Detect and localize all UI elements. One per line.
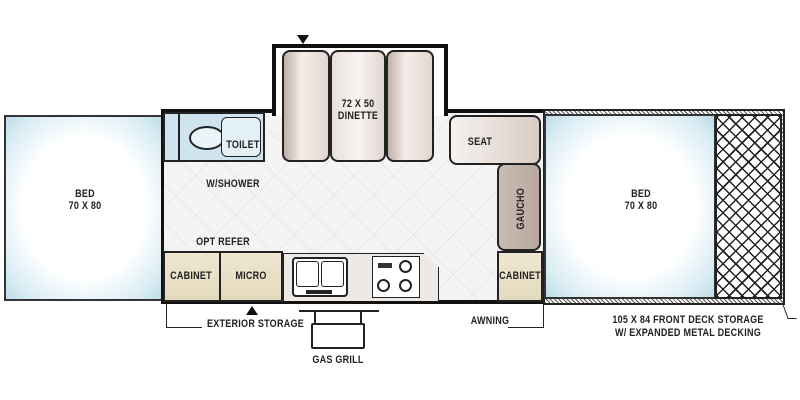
seat-label: SEAT xyxy=(467,136,493,148)
wall-top-left xyxy=(161,109,275,113)
dinette-bench-left xyxy=(282,50,330,162)
gaucho xyxy=(497,163,541,251)
dinette-label: DINETTE xyxy=(337,110,379,122)
gas-grill-label: GAS GRILL xyxy=(312,354,364,366)
stove-icon xyxy=(372,256,420,298)
bathroom-divider xyxy=(178,114,180,160)
shower-basin xyxy=(221,117,261,157)
dinette-size-label: 72 X 50 xyxy=(341,98,375,110)
wall-top-right xyxy=(444,109,546,113)
grill-arm-right xyxy=(360,312,362,323)
sink-icon xyxy=(292,257,348,297)
toilet-label: TOILET xyxy=(226,139,260,151)
exterior-storage-label: EXTERIOR STORAGE xyxy=(207,318,304,330)
grill-mount xyxy=(299,310,379,312)
opt-refer-label: OPT REFER xyxy=(196,236,250,248)
wall-bottom xyxy=(161,300,546,304)
dinette-table xyxy=(330,50,386,162)
awning-bracket-right xyxy=(508,304,544,328)
bed-left xyxy=(4,115,164,301)
front-deck-label-line1: 105 X 84 FRONT DECK STORAGE xyxy=(612,314,764,326)
cabinet-right-label: CABINET xyxy=(499,270,541,282)
awning-label: AWNING xyxy=(470,315,510,327)
grill-arm-left xyxy=(314,312,316,323)
gaucho-label: GAUCHO xyxy=(515,187,527,230)
shower-label: W/SHOWER xyxy=(206,178,260,190)
seat xyxy=(449,115,541,165)
dinette-arrow-icon xyxy=(297,35,309,44)
wall-left xyxy=(161,109,164,304)
cabinet-left-label: CABINET xyxy=(170,270,212,282)
bed-left-label: BED xyxy=(75,188,95,200)
cabinet-right xyxy=(497,251,543,302)
front-deck-label-line2: W/ EXPANDED METAL DECKING xyxy=(615,327,761,339)
bed-right xyxy=(544,114,716,299)
deck-leader-line xyxy=(782,304,797,319)
toilet-icon xyxy=(189,126,225,150)
bed-left-size: 70 X 80 xyxy=(68,200,102,212)
bed-right-size: 70 X 80 xyxy=(624,200,658,212)
front-deck-storage xyxy=(715,114,782,299)
micro-label: MICRO xyxy=(235,270,267,282)
dinette-bench-right xyxy=(386,50,434,162)
exterior-storage-arrow-icon xyxy=(246,306,258,315)
awning-bracket-left xyxy=(166,304,202,328)
microwave-cabinet xyxy=(219,251,283,302)
gas-grill-icon xyxy=(311,323,365,349)
bathroom xyxy=(163,112,265,162)
bed-right-label: BED xyxy=(631,188,651,200)
